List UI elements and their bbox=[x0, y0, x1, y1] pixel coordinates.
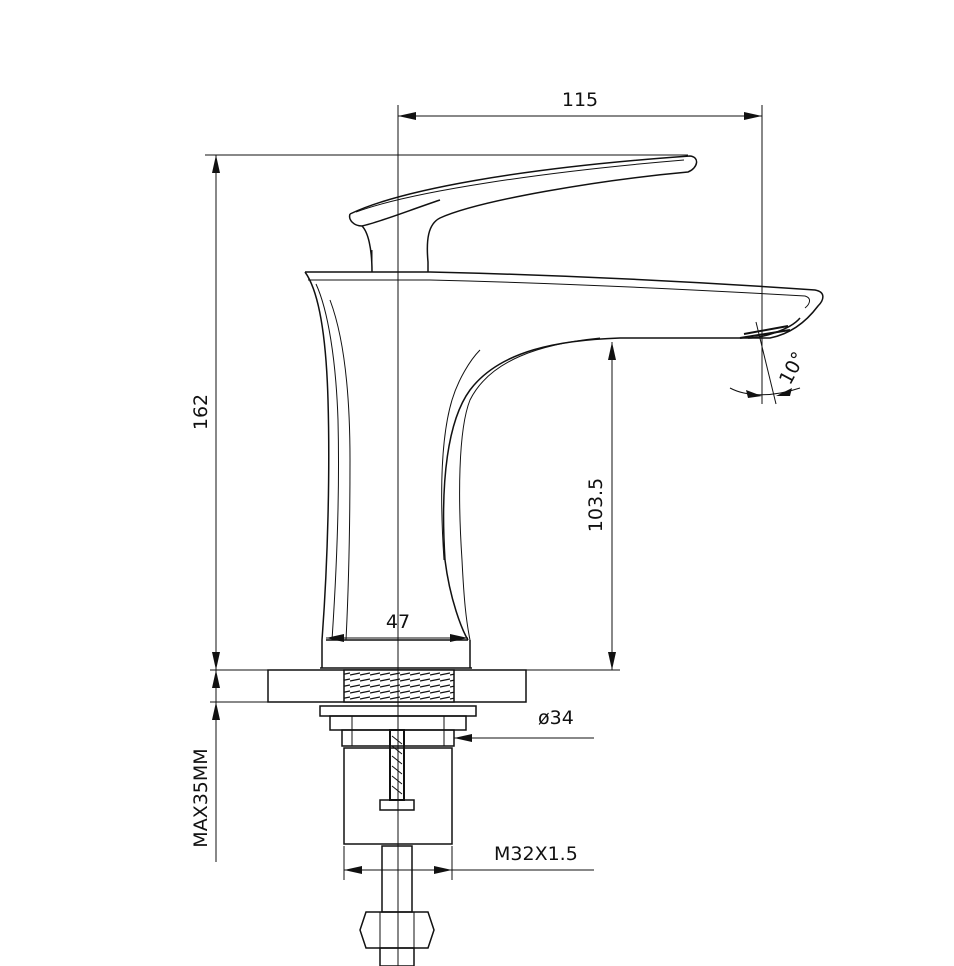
dimension-label-thread: M32X1.5 bbox=[494, 843, 578, 865]
dimension-max-thickness: MAX35MM bbox=[190, 670, 220, 862]
dimension-thread: M32X1.5 bbox=[343, 843, 594, 880]
lever-handle bbox=[348, 155, 698, 273]
dimension-label-47: 47 bbox=[386, 611, 410, 633]
spout-outline bbox=[305, 271, 824, 641]
dimension-width-top: 115 bbox=[398, 89, 763, 400]
faucet-body bbox=[304, 155, 824, 669]
dimension-label-103-5: 103.5 bbox=[585, 478, 607, 532]
supply-hose bbox=[359, 845, 435, 966]
dimension-total-height: 162 bbox=[190, 154, 688, 670]
dimension-label-max-thickness: MAX35MM bbox=[190, 748, 212, 847]
counter-section bbox=[210, 669, 527, 703]
dimension-label-162: 162 bbox=[190, 394, 212, 430]
dimension-spout-height: 103.5 bbox=[526, 342, 620, 671]
dimension-shank-diameter: ø34 bbox=[454, 707, 594, 742]
dimension-label-diameter: ø34 bbox=[538, 707, 574, 729]
dimension-label-115: 115 bbox=[562, 89, 598, 111]
dimension-label-angle: 10° bbox=[775, 348, 810, 388]
dimension-base-width: 47 bbox=[326, 611, 468, 642]
